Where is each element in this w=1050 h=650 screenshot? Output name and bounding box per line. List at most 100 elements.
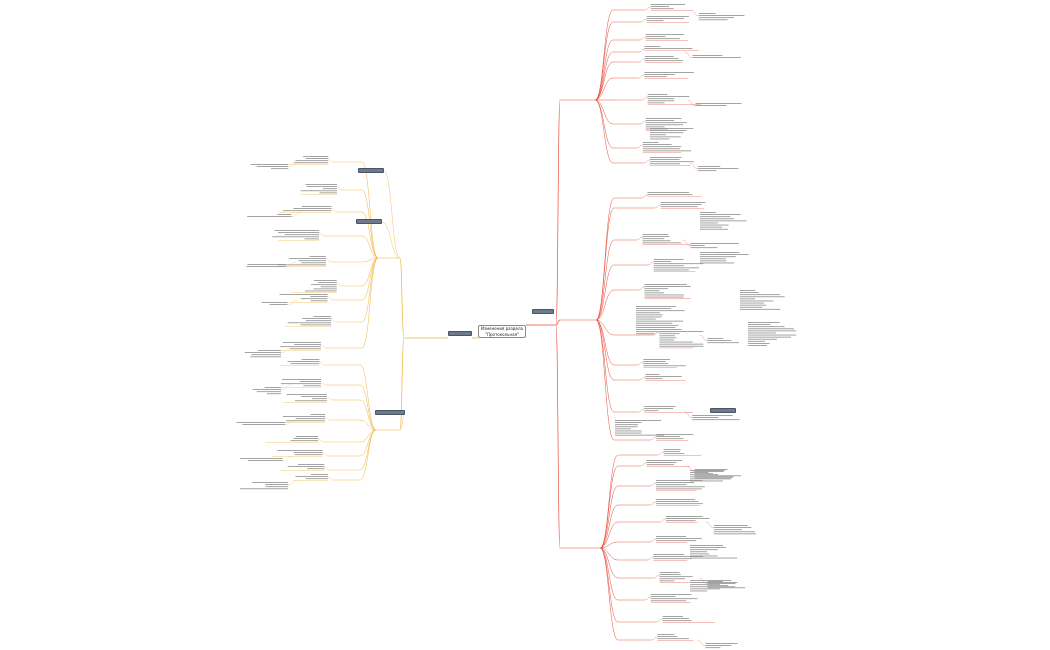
right-sub-branch: [595, 319, 615, 381]
right-detail-text: [690, 582, 738, 583]
left-leaf-branch: [327, 296, 333, 301]
right-deep-text: [707, 338, 724, 339]
left-sub-branch: [361, 161, 379, 259]
right-sub-branch: [599, 454, 619, 549]
right-detail-text: [740, 306, 763, 308]
left-leaf-text: [305, 320, 332, 322]
left-leaf-text: [289, 258, 326, 259]
right-deep-text: [694, 475, 741, 477]
right-leaf-text: [645, 120, 675, 121]
right-leaf-text: [645, 378, 663, 380]
right-leaf-text: [663, 449, 681, 450]
right-deep-text: [713, 529, 742, 531]
right-sub-branch: [594, 61, 614, 101]
left-leaf-text: [280, 346, 321, 348]
left-leaf-text: [293, 208, 332, 209]
right-leaf-branch: [644, 6, 651, 11]
right-deep-branch: [682, 239, 691, 247]
right-leaf-text: [662, 620, 692, 622]
right-leaf-branch: [649, 501, 656, 506]
right-leaf-text: [656, 536, 687, 537]
right-leaf-text: [645, 118, 682, 119]
right-leaf-text: [649, 159, 680, 160]
left-leaf-branch: [322, 452, 328, 457]
right-deep-branch: [686, 465, 695, 473]
right-sub-branch: [595, 197, 615, 321]
right-group-tag-1: [710, 408, 736, 413]
left-leaf-branch: [336, 186, 343, 191]
right-detail-text: [615, 434, 665, 436]
left-leaf-text: [299, 381, 321, 382]
right-leaf-text: [659, 339, 675, 341]
right-leaf-text: [647, 98, 675, 100]
right-leaf-text: [662, 616, 684, 617]
right-detail-text: [700, 224, 729, 226]
right-leaf-text: [649, 157, 682, 158]
right-detail-text: [690, 557, 738, 559]
left-leaf-text: [313, 316, 332, 317]
right-sub-branch: [595, 319, 615, 336]
right-leaf-text: [650, 594, 692, 595]
left-header-tag: [448, 331, 472, 336]
left-deep-text: [240, 488, 289, 490]
right-detail-text: [636, 320, 684, 322]
right-leaf-text: [642, 142, 659, 143]
right-detail-text: [690, 480, 723, 482]
right-leaf-text: [644, 72, 694, 73]
right-detail-text: [700, 212, 717, 213]
right-sub-branch: [599, 541, 619, 549]
right-sub-branch: [594, 21, 614, 101]
left-leaf-text: [290, 440, 319, 442]
left-deep-text: [265, 486, 289, 488]
right-deep-text: [707, 587, 746, 589]
right-deep-text: [698, 15, 745, 16]
left-sub-branch: [359, 399, 377, 431]
right-leaf-text: [659, 580, 675, 582]
left-group-tag-2: [356, 219, 382, 224]
left-deep-text: [239, 458, 283, 459]
left-leaf-text: [286, 394, 327, 395]
right-main-branch: [555, 99, 561, 326]
left-group-tag-3: [375, 410, 405, 415]
right-leaf-text: [644, 288, 669, 290]
right-detail-text: [690, 555, 718, 557]
right-detail-text: [650, 128, 694, 129]
left-leaf-branch: [331, 208, 337, 213]
right-deep-text: [698, 19, 728, 21]
left-sub-branch: [361, 257, 379, 301]
right-detail-text: [615, 428, 631, 430]
left-leaf-branch: [325, 258, 331, 263]
left-leaf-text: [280, 383, 321, 385]
left-deep-branch: [280, 384, 291, 391]
left-tag-connector: [383, 170, 401, 259]
right-leaf-text: [665, 520, 696, 522]
right-leaf-text: [645, 38, 680, 40]
right-detail-text: [748, 343, 770, 344]
right-detail-text: [690, 590, 708, 592]
left-leaf-text: [295, 476, 329, 477]
right-leaf-text: [660, 204, 702, 205]
right-detail-text: [740, 298, 756, 300]
left-leaf-text: [285, 420, 326, 422]
right-leaf-text: [643, 361, 666, 362]
right-leaf-text: [660, 206, 698, 208]
right-leaf-branch: [647, 556, 654, 561]
right-deep-text: [707, 583, 736, 584]
right-header-tag: [532, 309, 554, 314]
left-leaf-branch: [318, 438, 324, 443]
left-leaf-text: [279, 294, 328, 295]
right-sub-branch: [599, 521, 619, 549]
right-leaf-text: [653, 554, 685, 555]
right-leaf-text: [643, 363, 668, 365]
right-leaf-text: [655, 480, 703, 481]
right-leaf-branch: [637, 361, 644, 366]
right-leaf-text: [644, 48, 693, 49]
left-main-branch: [399, 257, 405, 339]
right-leaf-text: [642, 242, 682, 244]
right-detail-text: [690, 547, 726, 548]
right-detail-text: [748, 336, 791, 338]
right-leaf-text: [644, 46, 661, 47]
right-deep-text: [692, 417, 719, 418]
right-detail-text: [700, 216, 731, 218]
central-topic[interactable]: Изменения раздела "Протокольная": [478, 325, 526, 338]
